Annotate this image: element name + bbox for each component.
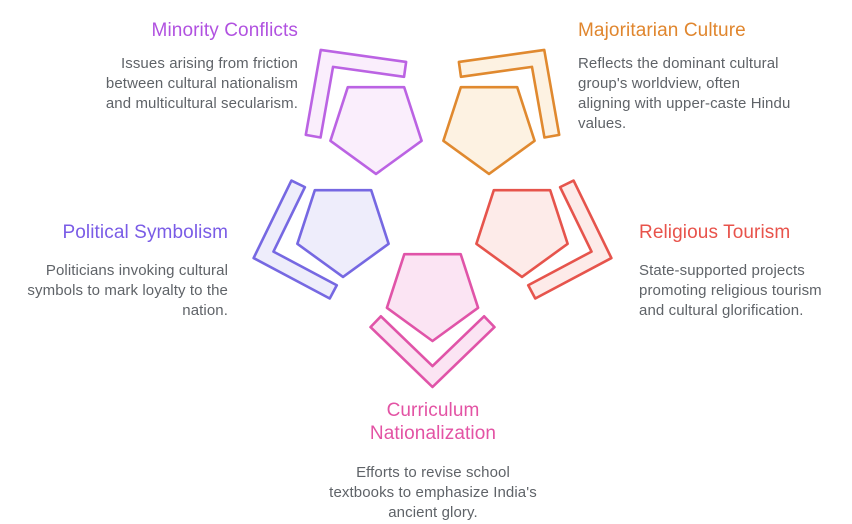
item-political-symbolism: Political Symbolism Politicians invoking… [18, 221, 228, 321]
political-symbolism-shape [233, 172, 396, 319]
title-majoritarian-culture: Majoritarian Culture [578, 20, 746, 41]
religious-tourism-shape [469, 172, 632, 319]
curriculum-nationalization-shape [369, 252, 496, 389]
item-majoritarian-culture: Majoritarian Culture Reflects the domina… [578, 19, 840, 134]
title-religious-tourism: Religious Tourism [639, 222, 791, 243]
title-minority-conflicts: Minority Conflicts [151, 20, 298, 41]
pentagon-icon [385, 252, 480, 343]
item-religious-tourism: Religious Tourism State-supported projec… [639, 221, 851, 321]
majoritarian-culture-shape [428, 12, 596, 186]
item-minority-conflicts: Minority Conflicts Issues arising from f… [30, 19, 298, 114]
title-political-symbolism: Political Symbolism [62, 222, 228, 243]
